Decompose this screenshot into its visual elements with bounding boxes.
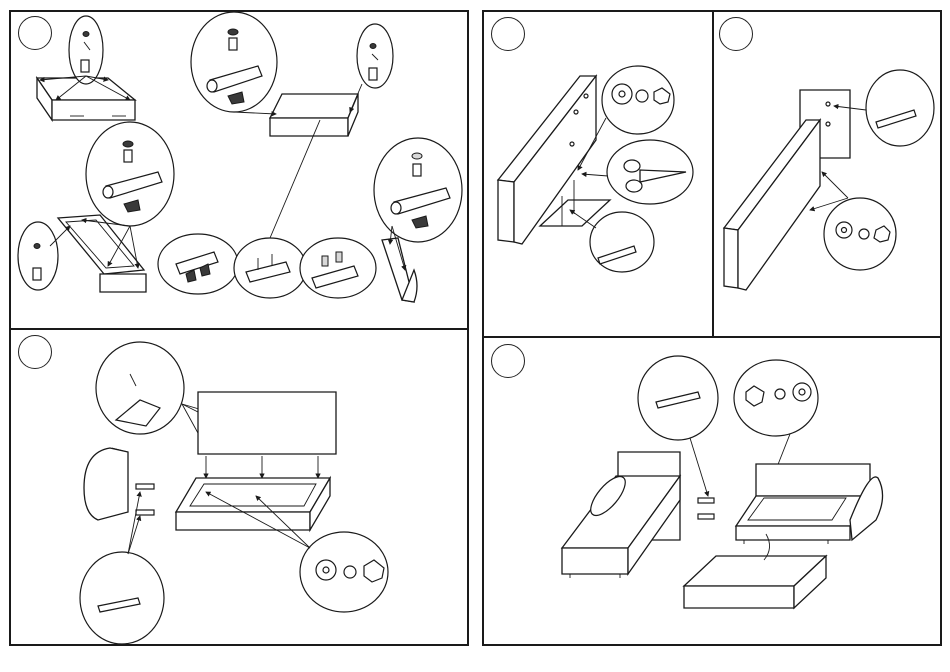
panel1-detail-bubble-peg-left — [18, 222, 70, 290]
panel5-ottoman — [684, 534, 826, 608]
panel1-top-box-right — [270, 94, 358, 136]
panel2-detail-bubble-scissors — [582, 140, 693, 204]
panel3-detail-bubble-washers — [810, 172, 896, 270]
panel1-bottom-detail-bubbles — [158, 120, 376, 298]
panel5-connector-pins — [698, 498, 714, 519]
panel4-armrest — [84, 448, 128, 520]
panel5-sofa-module — [736, 464, 883, 544]
panel4-seat-frame — [176, 478, 330, 530]
panel4-backrest — [198, 392, 336, 478]
panel1-detail-bubble-dowel-top — [191, 12, 277, 112]
panel1-frame-base — [58, 215, 146, 292]
panel5-chaise-module — [562, 452, 680, 578]
panel1-detail-bubble-dowel-right — [374, 138, 462, 242]
panel3-side-panel — [724, 120, 820, 290]
panel1-detail-bubble-dowel-mid — [86, 122, 174, 226]
